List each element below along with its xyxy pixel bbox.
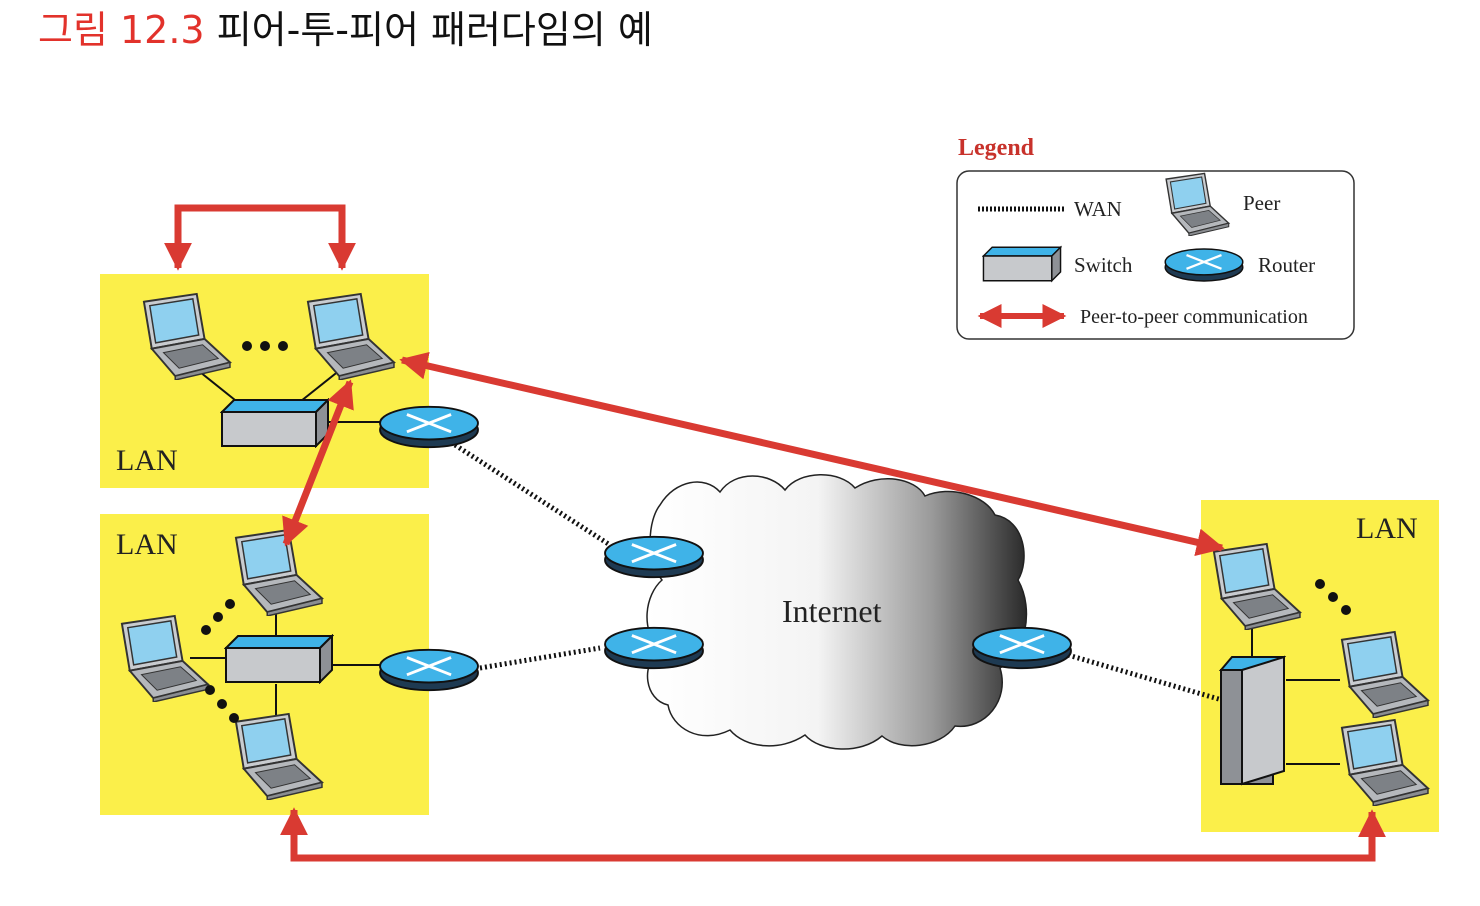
legend-box [956,170,1355,340]
legend-router-label: Router [1258,253,1315,277]
lan-label-right: LAN [1356,512,1418,545]
router-icon-cloud-top [603,535,705,579]
legend-wan-label: WAN [1074,197,1122,221]
p2p-arrow-diagonal [399,351,1225,557]
router-icon-top-left [378,405,480,449]
legend-switch-label: Switch [1074,253,1133,277]
figure-title: 피어-투-피어 패러다임의 예 [216,8,653,52]
router-icon-cloud-bottom [603,626,705,670]
switch-icon [982,246,1062,282]
wan-link-top [453,442,612,548]
lan-label-bottom-left: LAN [116,528,178,561]
p2p-arrows [164,204,1386,862]
ellipsis-dots [201,341,1351,723]
p2p-arrow-vertical [282,379,354,547]
switch-icon-top-left [221,399,329,447]
router-icon-cloud-right [971,626,1073,670]
figure-caption: 그림 12.3 피어-투-피어 패러다임의 예 [38,6,653,54]
legend-heading: Legend [958,135,1035,161]
switch-icon-bottom-left [225,635,333,683]
wan-link-right [1067,652,1223,703]
p2p-arrow-top-loop [164,204,356,271]
lan-label-top-left: LAN [116,444,178,477]
router-icon-bottom-left [378,648,480,692]
switch-icon-right [1218,655,1287,786]
legend-p2p-label: Peer-to-peer communication [1080,306,1308,328]
internet-label: Internet [782,593,882,629]
wan-link-bottom-left [479,645,601,671]
router-icon [1164,247,1244,283]
legend: Legend WAN Peer Switch Router Peer-to-pe… [956,135,1355,340]
figure-number: 그림 12.3 [38,8,205,52]
legend-peer-label: Peer [1243,191,1280,215]
p2p-arrow-bottom [280,807,1386,862]
